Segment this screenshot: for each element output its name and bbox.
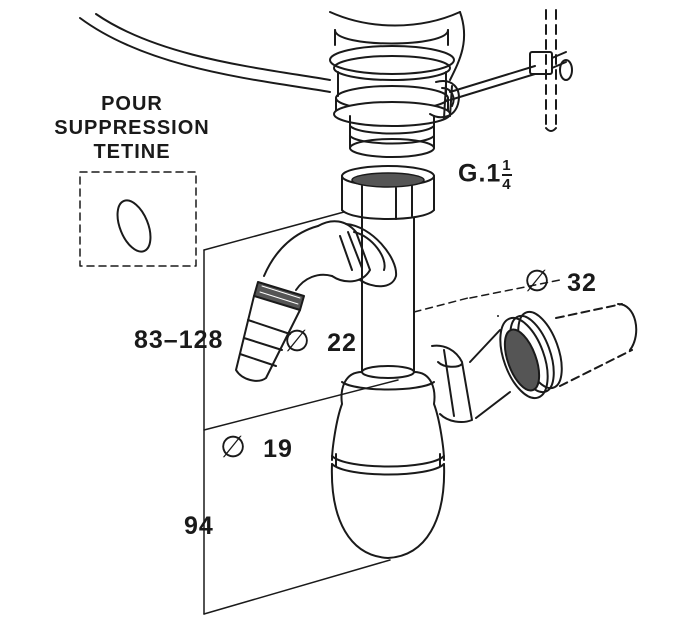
- seal-diameter-value: 19: [263, 435, 293, 463]
- vertical-tube: [361, 217, 415, 373]
- note-box: [79, 171, 197, 267]
- note-line-3: TETINE: [93, 141, 171, 163]
- outlet-diameter-label: ∅ 32: [524, 264, 597, 299]
- diameter-icon: ∅: [524, 265, 552, 298]
- thread-denominator: 4: [502, 176, 512, 193]
- thread-numerator: 1: [502, 157, 512, 174]
- seal-diameter-label: ∅ 19: [220, 430, 293, 465]
- outlet-diameter-value: 32: [567, 269, 597, 297]
- diameter-icon: ∅: [284, 325, 312, 358]
- bottle-trap: [330, 365, 446, 559]
- hose-diameter-label: ∅ 22: [284, 324, 357, 359]
- thread-prefix: G.1: [458, 159, 502, 188]
- overflow-rod: [449, 9, 573, 132]
- top-nut: [341, 165, 435, 220]
- trap-height-label: 94: [184, 512, 214, 540]
- waste-valve: [329, 29, 460, 158]
- note-line-1: POUR: [101, 93, 163, 115]
- sink-basin: [79, 11, 466, 93]
- hose-diameter-value: 22: [327, 329, 357, 357]
- suppression-note: POUR SUPPRESSION TETINE: [50, 92, 214, 164]
- dimension-frame: [203, 211, 561, 615]
- diameter-icon: ∅: [220, 431, 248, 464]
- hose-nozzle: [235, 220, 398, 382]
- outlet-pipe: [431, 303, 638, 423]
- hose-length-label: 83–128: [134, 326, 224, 354]
- note-line-2: SUPPRESSION: [54, 117, 210, 139]
